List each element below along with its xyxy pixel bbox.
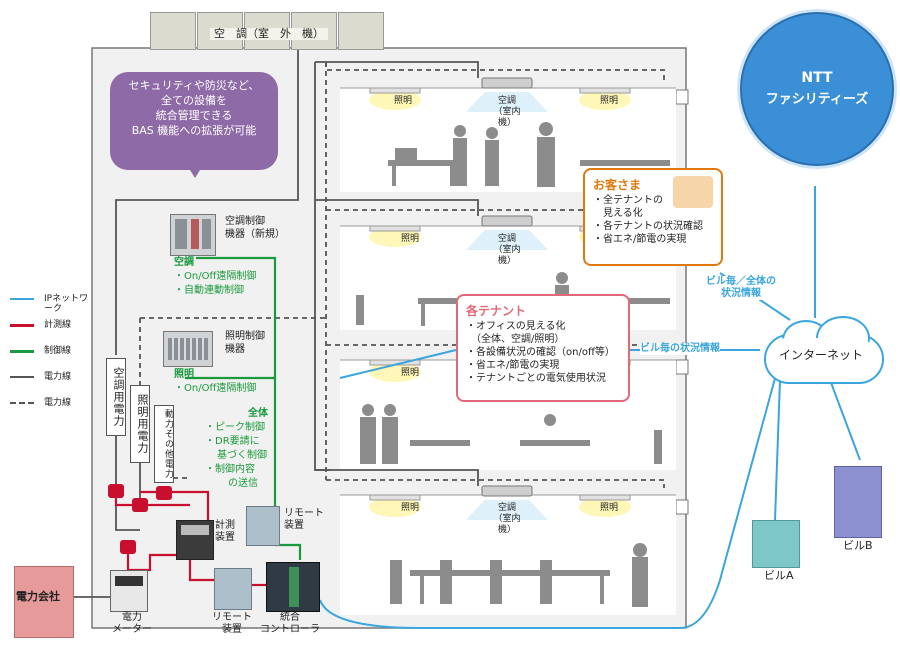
building-b-label: ビルB <box>843 539 873 552</box>
callout-tail <box>185 162 205 178</box>
ac-control-name-2: 機器（新規） <box>225 229 285 240</box>
light-control-item-1: ・On/Off遠隔制御 <box>174 383 257 394</box>
office-silhouettes <box>356 122 670 607</box>
overall-item-2: ・DR要請に <box>205 436 260 447</box>
measure-device-icon <box>176 520 214 560</box>
tenant-item-3: ・各設備状況の確認（on/off等） <box>466 347 615 358</box>
measure-device-label: 計測装置 <box>215 520 235 543</box>
overall-item-3: 基づく制御 <box>217 450 267 461</box>
overall-item-4: ・制御内容 <box>205 464 255 475</box>
remote-top-icon <box>246 506 280 546</box>
customer-item-1: ・全テナントの <box>593 195 663 206</box>
legend-power-dashed: 電力線 <box>44 398 72 408</box>
legend-ip: IPネットワーク <box>44 294 89 314</box>
meter-icon <box>110 570 148 612</box>
breaker-2 <box>132 498 148 512</box>
tenant-box: 各テナント ・オフィスの見える化 （全体、空調/照明） ・各設備状況の確認（on… <box>456 294 630 402</box>
building-b-icon <box>834 466 882 538</box>
remote-top-label: リモート装置 <box>284 508 324 531</box>
meter-label: 電力メーター <box>112 612 152 635</box>
floor1-light-right: 照明 <box>599 96 618 106</box>
internet-label: インターネット <box>778 348 863 362</box>
ac-control-device-icon <box>170 214 216 256</box>
controller-label: 統合コントローラ <box>260 612 320 635</box>
ntt-circle: NTT ファシリティーズ <box>740 12 894 166</box>
ac-control-heading: 空調 <box>174 257 194 268</box>
legend-control: 制御線 <box>44 346 72 356</box>
other-power-label: 動力その他電力 <box>154 405 174 483</box>
floor2-light-left: 照明 <box>400 234 419 244</box>
customer-item-3: ・各テナントの状況確認 <box>593 221 703 232</box>
breaker-3 <box>156 486 172 500</box>
light-control-name-1: 照明制御 <box>225 331 265 342</box>
ntt-subname: ファシリティーズ <box>765 92 869 107</box>
floor4-light-left: 照明 <box>400 503 419 513</box>
floor3-light-left: 照明 <box>400 368 419 378</box>
floor2-ac-label: 空調（室内機） <box>493 234 521 266</box>
light-power-label: 照明用電力 <box>130 385 150 463</box>
overall-item-1: ・ピーク制御 <box>205 422 265 433</box>
flow-per-building-label: ビル毎の状況情報 <box>640 343 720 355</box>
floor1-light-left: 照明 <box>393 96 412 106</box>
outdoor-unit-label: 空 調（室 外 機） <box>210 28 328 40</box>
internet-cloud: インターネット <box>756 316 886 386</box>
light-control-heading: 照明 <box>174 369 194 380</box>
tenant-title: 各テナント <box>466 304 527 318</box>
overall-item-5: の送信 <box>228 478 258 489</box>
light-control-name-2: 機器 <box>225 344 245 355</box>
ac-control-item-2: ・自動連動制御 <box>174 285 244 296</box>
tenant-item-5: ・テナントごとの電気使用状況 <box>466 373 606 384</box>
power-company-label: 電力会社 <box>16 590 60 603</box>
light-control-device-icon <box>163 331 213 367</box>
legend-measure: 計測線 <box>44 320 72 330</box>
remote-bottom-icon <box>214 568 252 610</box>
remote-bottom-label: リモート装置 <box>212 612 252 635</box>
customer-box: お客さま ・全テナントの 見える化 ・各テナントの状況確認 ・省エネ/節電の実現 <box>583 168 723 266</box>
customer-item-2: 見える化 <box>593 208 643 219</box>
bas-callout: セキュリティや防災など、 全ての設備を 統合管理できる BAS 機能への拡張が可… <box>110 72 278 170</box>
floor1-ac-label: 空調（室内機） <box>493 96 521 128</box>
legend: IPネットワーク 計測線 制御線 電力線 電力線 <box>6 292 92 412</box>
ac-power-label: 空調用電力 <box>106 358 126 436</box>
breaker-1 <box>108 484 124 498</box>
floor4-ac-label: 空調（室内機） <box>493 503 521 535</box>
flow-total-label: ビル毎／全体の状況情報 <box>706 276 776 300</box>
floor4-light-right: 照明 <box>599 503 618 513</box>
tenant-item-1: ・オフィスの見える化 <box>466 321 566 332</box>
ac-control-name-1: 空調制御 <box>225 216 265 227</box>
customer-item-4: ・省エネ/節電の実現 <box>593 234 687 245</box>
building-a-label: ビルA <box>764 569 794 582</box>
power-company-building <box>14 566 74 638</box>
customer-person-icon <box>673 176 713 208</box>
building-a-icon <box>752 520 800 568</box>
overall-heading: 全体 <box>248 408 268 419</box>
tenant-item-2: （全体、空調/照明） <box>466 334 565 345</box>
customer-title: お客さま <box>593 178 642 192</box>
breaker-4 <box>120 540 136 554</box>
ac-control-item-1: ・On/Off遠隔制御 <box>174 271 257 282</box>
tenant-item-4: ・省エネ/節電の実現 <box>466 360 560 371</box>
controller-icon <box>266 562 320 612</box>
ntt-name: NTT <box>801 70 833 86</box>
legend-power: 電力線 <box>44 372 72 382</box>
